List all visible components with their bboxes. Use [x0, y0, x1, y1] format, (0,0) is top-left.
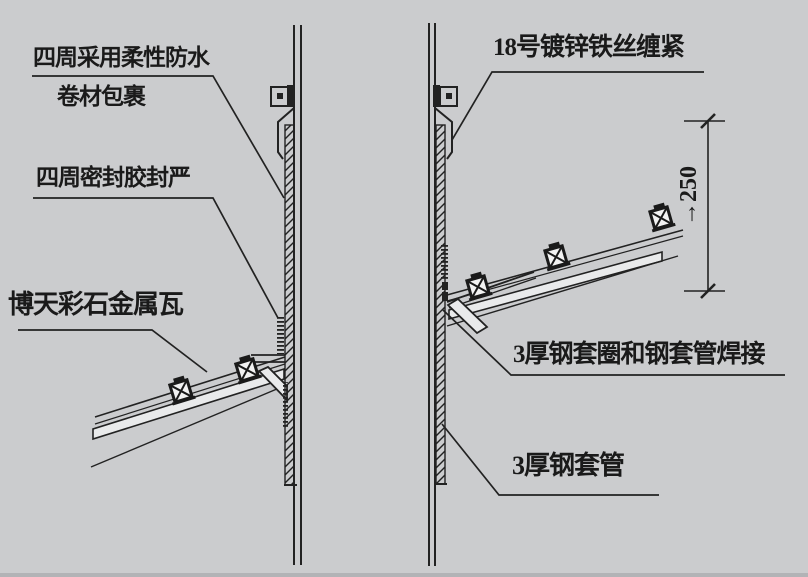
pipe-clamp-right	[433, 85, 458, 107]
roof-clip	[644, 199, 677, 233]
steel-collar-plate	[446, 271, 537, 309]
roof-clip	[229, 351, 263, 385]
leader-membrane-wrap	[32, 75, 285, 199]
leader-collar-weld	[442, 309, 785, 376]
pipe-clamp-left	[270, 85, 294, 107]
roof-clip	[539, 238, 572, 272]
label-steel-sleeve: 3厚钢套管	[512, 451, 625, 480]
leader-lines	[18, 71, 785, 496]
dimension-text-250: →250	[676, 166, 702, 226]
page-bottom-edge	[0, 573, 808, 577]
steel-sleeve-right	[434, 124, 448, 485]
steel-sleeve-left	[284, 124, 297, 486]
label-sealant: 四周密封胶封严	[36, 165, 191, 190]
sealant-bead-left	[277, 316, 288, 428]
leader-wire	[451, 71, 704, 141]
leader-metal-tile	[18, 329, 208, 373]
weld-mark	[442, 282, 448, 290]
collar-flap-right	[446, 297, 489, 335]
roof-clip	[163, 372, 197, 406]
wire-flashing-left	[277, 107, 295, 160]
leader-sealant	[33, 197, 279, 319]
label-collar-weld: 3厚钢套圈和钢套管焊接	[513, 341, 766, 368]
pipe-right	[428, 23, 436, 566]
dimension-line-250	[684, 113, 725, 299]
wire-flashing-right	[434, 107, 453, 160]
weld-mark	[442, 292, 448, 301]
label-membrane-wrap-line1: 四周采用柔性防水	[33, 45, 210, 70]
label-membrane-wrap-line2: 卷材包裹	[57, 84, 146, 109]
sealant-bead-right	[441, 245, 448, 281]
label-metal-tile: 博天彩石金属瓦	[8, 290, 184, 319]
label-wire: 18号镀锌铁丝缠紧	[493, 34, 685, 61]
leader-steel-sleeve	[441, 423, 659, 496]
